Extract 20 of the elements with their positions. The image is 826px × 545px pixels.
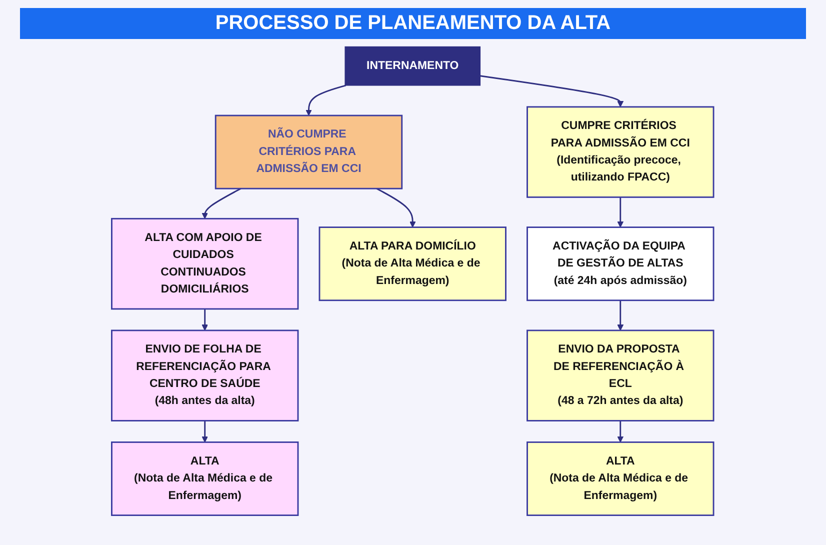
node-box: ALTA (Nota de Alta Médica e de Enfermagem) [111, 441, 300, 516]
node-box: INTERNAMENTO [345, 46, 481, 86]
node-box: ALTA COM APOIO DE CUIDADOS CONTINUADOS DOMICILIÁRIOS [111, 218, 300, 310]
title-banner: PROCESSO DE PLANEAMENTO DA ALTA [20, 8, 806, 39]
arrow [306, 84, 346, 116]
node-box: ENVIO DA PROPOSTA DE REFERENCIAÇÃO À ECL (48 a 72h antes da alta) [526, 330, 715, 422]
arrow [480, 75, 624, 108]
node-box: ALTA (Nota de Alta Médica e de Enfermagem) [526, 441, 715, 516]
arrow [618, 300, 624, 331]
arrow [618, 420, 624, 442]
arrow [202, 308, 208, 331]
node-box: ALTA PARA DOMICÍLIO (Nota de Alta Médica e de Enfermagem) [319, 226, 507, 302]
node-box: NÃO CUMPRE CRITÉRIOS PARA ADMISSÃO EM CCI [215, 114, 403, 190]
arrow [202, 188, 242, 219]
arrow [618, 197, 624, 228]
node-box: ENVIO DE FOLHA DE REFERENCIAÇÃO PARA CENTRO DE SAÚDE (48h antes da alta) [111, 330, 300, 422]
arrow [376, 188, 416, 228]
arrow [202, 420, 208, 442]
node-box: ACTIVAÇÃO DA EQUIPA DE GESTÃO DE ALTAS (até 24h após admissão) [526, 226, 715, 302]
node-box: CUMPRE CRITÉRIOS PARA ADMISSÃO EM CCI (Identificação precoce, utilizando FPACC) [526, 106, 715, 198]
